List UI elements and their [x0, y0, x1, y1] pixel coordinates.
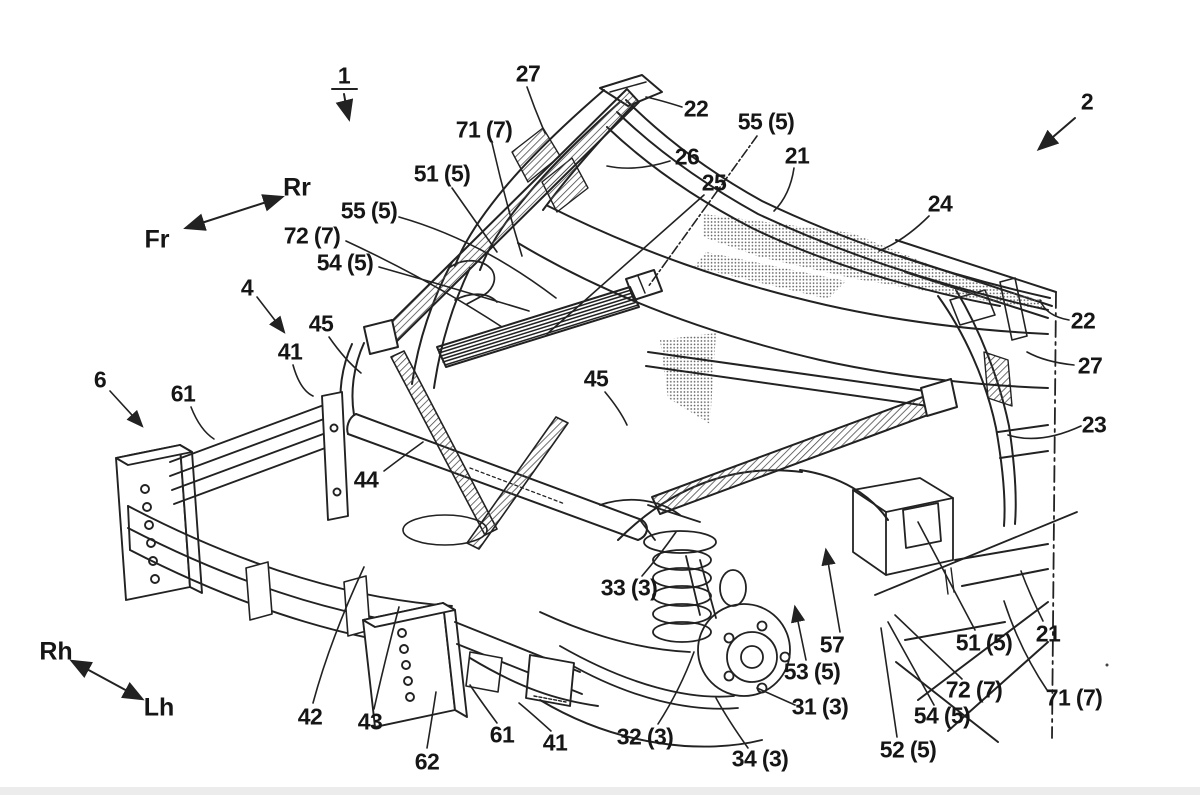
upper-guard-rail: [169, 401, 337, 505]
bumper-beam: [127, 505, 453, 607]
fr-rr-arrow: [183, 194, 285, 231]
crash-box: [525, 654, 575, 707]
center-beams: [339, 342, 958, 550]
wheel-hub: [726, 631, 778, 683]
coil-spring: [652, 549, 712, 571]
lower-control-arm: [559, 645, 735, 698]
upper-frame-bar: [363, 88, 640, 355]
cowl-and-windshield: [411, 74, 1051, 424]
steering-knuckle: [697, 603, 791, 697]
direction-indicators: [69, 194, 285, 701]
assembly-2-arrow: [1036, 117, 1076, 151]
leader-lines: [109, 86, 1082, 749]
section-cut-line: [1051, 291, 1057, 739]
assembly-1-arrow: [335, 93, 354, 122]
rh-lh-arrow: [69, 659, 145, 701]
suspension-strut: [539, 498, 791, 710]
tower-bar: [355, 413, 643, 521]
pillar-hatch: [983, 351, 1013, 407]
assembly-markers: [331, 88, 1076, 151]
torque-box: [852, 477, 1078, 596]
scan-edge: [0, 787, 1200, 795]
cowl-ribbed-band: [436, 269, 663, 368]
cowl-shade: [694, 252, 846, 299]
body-side-structure: [617, 239, 1109, 743]
bumper-assembly: [115, 391, 763, 748]
